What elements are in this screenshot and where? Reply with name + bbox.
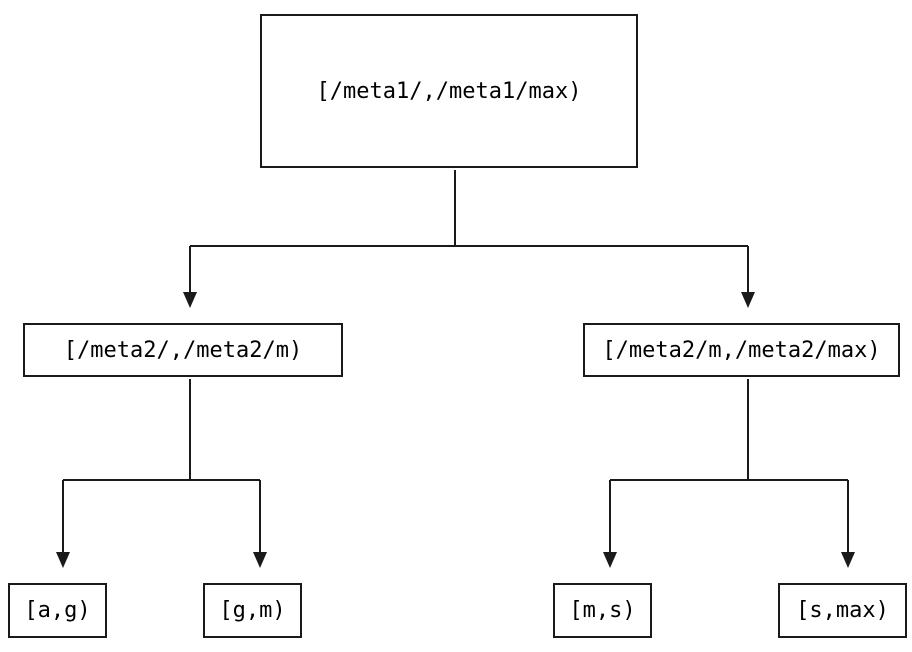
arrowhead-to-mid-left bbox=[183, 292, 197, 308]
node-leaf-ag-label: [a,g) bbox=[24, 598, 91, 623]
node-meta2-left: [/meta2/,/meta2/m) bbox=[23, 323, 343, 377]
node-meta2-right-label: [/meta2/m,/meta2/max) bbox=[602, 337, 881, 363]
node-root-label: [/meta1/,/meta1/max) bbox=[316, 78, 582, 104]
node-root: [/meta1/,/meta1/max) bbox=[260, 14, 638, 168]
node-leaf-ms: [m,s) bbox=[553, 583, 652, 638]
node-leaf-smax-label: [s,max) bbox=[796, 598, 889, 623]
node-leaf-ag: [a,g) bbox=[8, 583, 107, 638]
node-meta2-left-label: [/meta2/,/meta2/m) bbox=[63, 337, 303, 363]
arrowhead-to-leaf-1 bbox=[56, 552, 70, 568]
node-leaf-gm-label: [g,m) bbox=[219, 598, 286, 623]
node-leaf-smax: [s,max) bbox=[778, 583, 907, 638]
arrowhead-to-mid-right bbox=[741, 292, 755, 308]
node-meta2-right: [/meta2/m,/meta2/max) bbox=[583, 323, 900, 377]
arrowhead-to-leaf-2 bbox=[253, 552, 267, 568]
node-leaf-gm: [g,m) bbox=[203, 583, 302, 638]
arrowhead-to-leaf-4 bbox=[841, 552, 855, 568]
node-leaf-ms-label: [m,s) bbox=[569, 598, 636, 623]
arrowhead-to-leaf-3 bbox=[603, 552, 617, 568]
